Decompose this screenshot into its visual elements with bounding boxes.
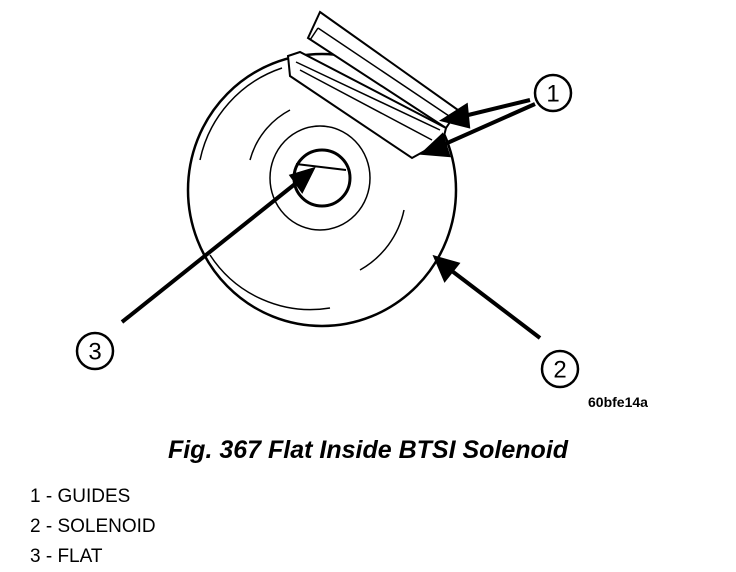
callout-3: 3 (75, 331, 115, 371)
svg-text:2: 2 (553, 357, 566, 384)
legend-item: 2 - SOLENOID (30, 516, 156, 537)
svg-text:3: 3 (88, 339, 101, 366)
legend-list: 1 - GUIDES 2 - SOLENOID 3 - FLAT (30, 482, 156, 572)
leader-arrows (120, 98, 542, 340)
svg-text:1: 1 (546, 81, 559, 108)
figure-code: 60bfe14a (588, 394, 648, 410)
legend-item: 3 - FLAT (30, 546, 103, 567)
guide-ribs (286, 10, 460, 160)
legend-item: 1 - GUIDES (30, 486, 131, 507)
callout-2: 2 (540, 349, 580, 389)
solenoid-diagram: 1 2 3 (75, 10, 580, 389)
figure-caption: Fig. 367 Flat Inside BTSI Solenoid (167, 436, 569, 464)
callout-1: 1 (533, 73, 573, 113)
